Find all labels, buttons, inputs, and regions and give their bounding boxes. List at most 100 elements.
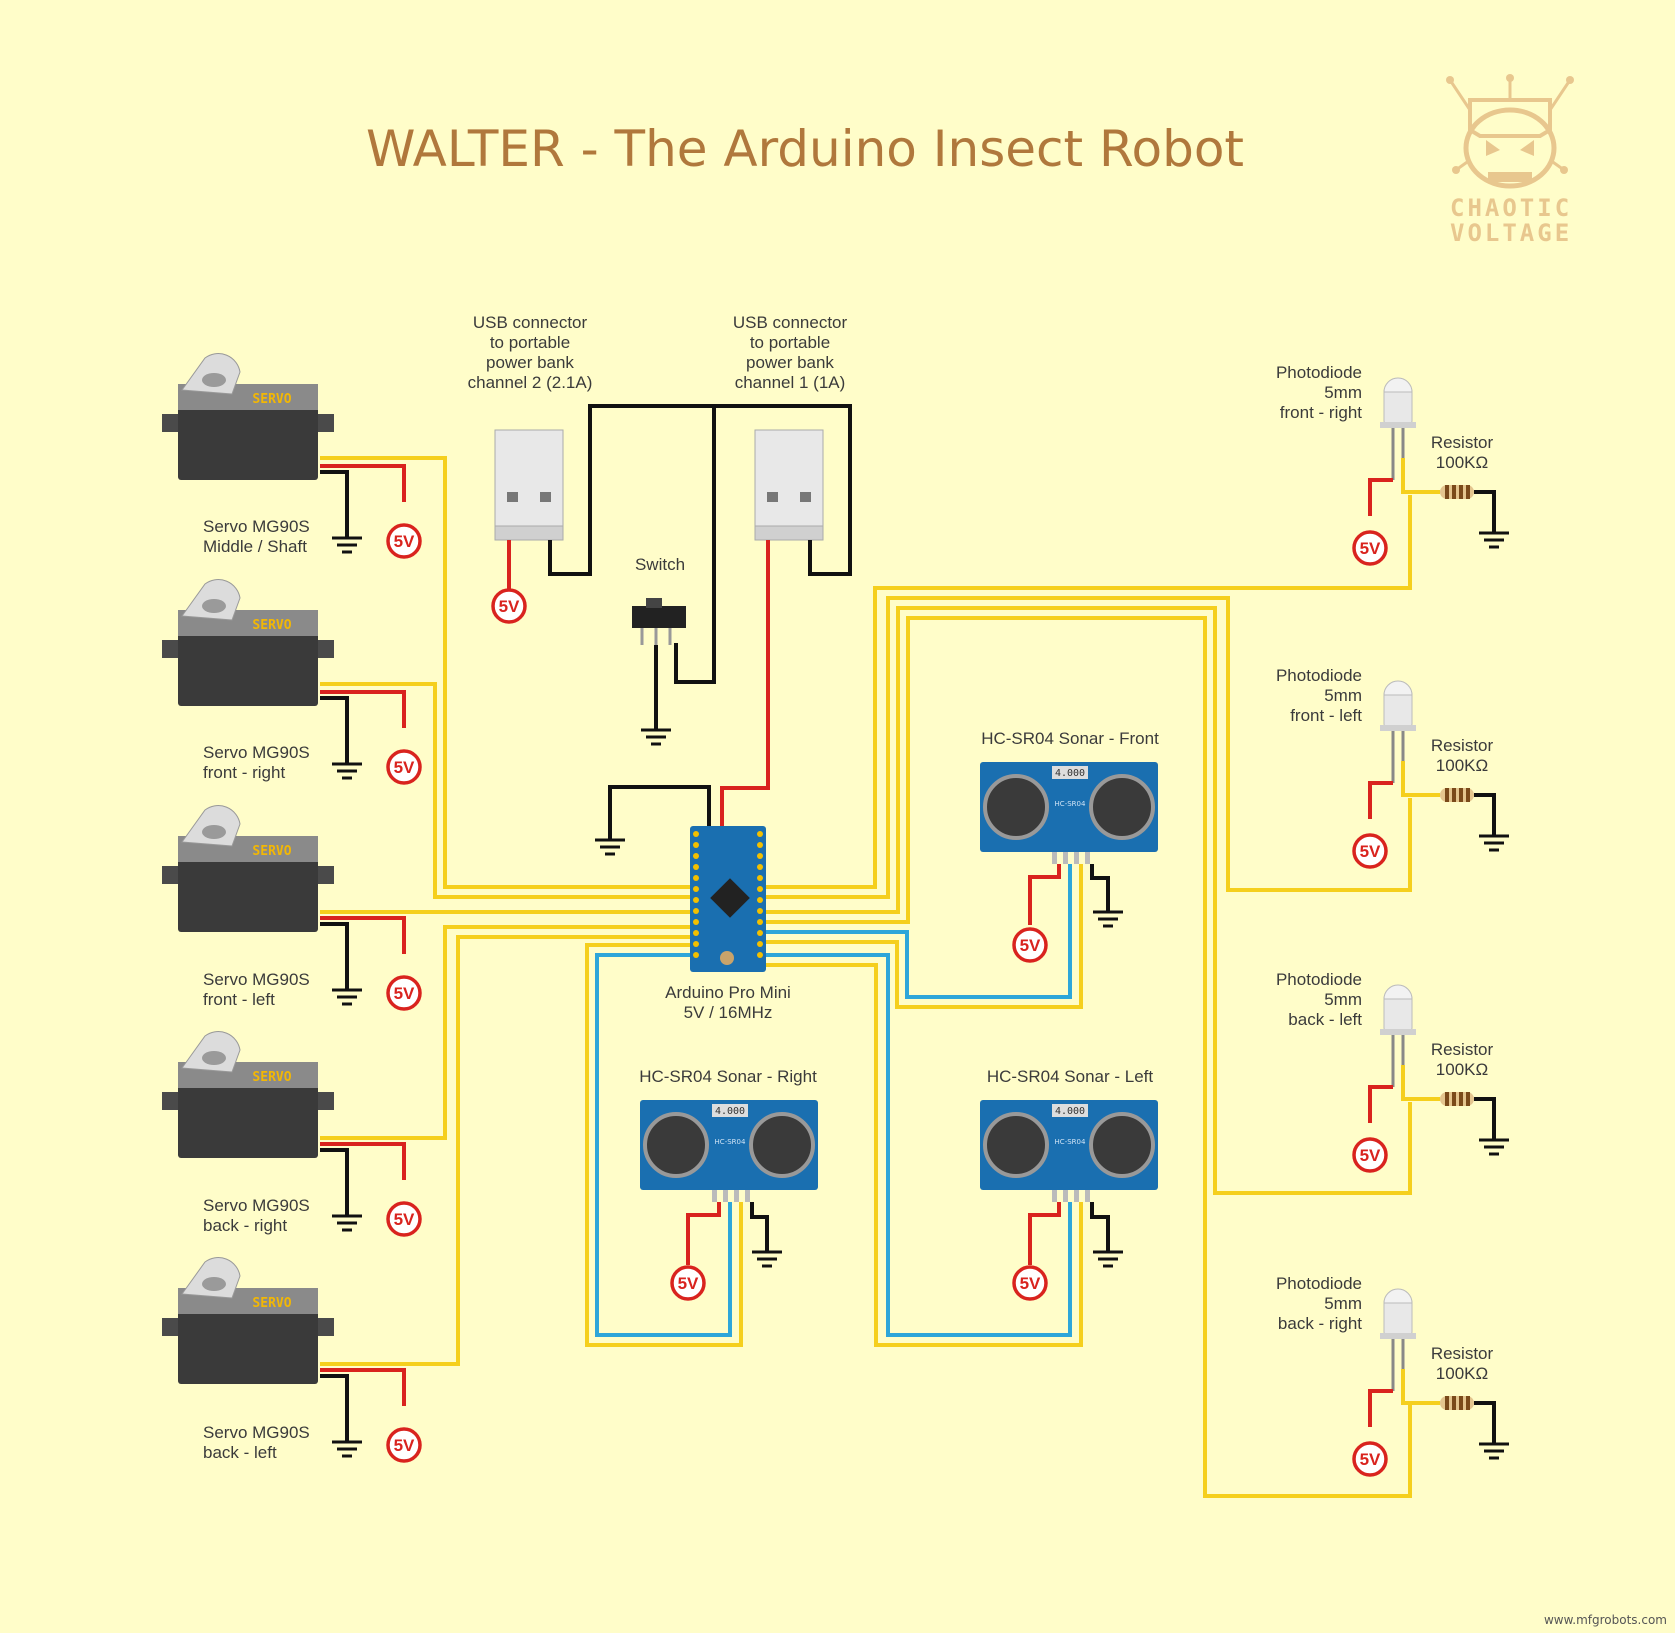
badge-ring — [386, 975, 422, 1011]
arduino-pin — [693, 864, 699, 870]
arduino-pin — [757, 886, 763, 892]
servo-motor-0: SERVO — [162, 353, 334, 480]
photodiode-resistor-wire — [1401, 458, 1440, 494]
power-5v-badge: 5V — [1012, 1265, 1048, 1301]
power-5v-badge: 5V — [386, 1201, 422, 1237]
servo-ground-wire — [320, 1374, 349, 1442]
logo-circuit-node — [1566, 76, 1574, 84]
servo-ground-wire — [320, 696, 349, 764]
logo-circuit-node — [1446, 76, 1454, 84]
servo-ground-symbol — [332, 762, 362, 780]
sonar-right-power — [686, 1202, 721, 1265]
resistor-band — [1452, 1092, 1456, 1106]
servo-label-line1: Servo MG90S — [203, 743, 310, 762]
servo-horn-hub — [202, 825, 226, 839]
resistor-ground-symbol — [1479, 834, 1509, 852]
sonar-ground-symbol — [752, 1250, 782, 1268]
resistor-label-line1: Resistor — [1430, 433, 1494, 452]
servo-label-back-right: Servo MG90S back - right — [203, 1196, 310, 1236]
photodiode-label-line3: front - right — [1279, 403, 1362, 422]
sonar-left-label: HC-SR04 Sonar - Left — [986, 1067, 1154, 1086]
badge-ring — [386, 523, 422, 559]
badge-ring — [386, 1427, 422, 1463]
sonar-crystal — [1052, 766, 1088, 779]
badge-ring — [1012, 1265, 1048, 1301]
servo-ground-symbol — [332, 536, 362, 554]
arduino-label-line1: Arduino Pro Mini — [665, 983, 791, 1002]
badge-text: 5V — [1020, 936, 1041, 955]
resistor-band — [1445, 485, 1449, 499]
servo-brand-text: SERVO — [252, 618, 291, 633]
photodiode-label-line3: back - right — [1277, 1314, 1362, 1333]
slide-switch — [632, 598, 686, 645]
photodiode-lens — [1383, 1298, 1413, 1336]
servo-label-front-left: Servo MG90S front - left — [203, 970, 310, 1010]
resistor-label-back-right: Resistor 100KΩ — [1412, 1344, 1512, 1384]
sonar-model-text: HC-SR04 — [715, 1138, 746, 1146]
servo-power-wire — [320, 1368, 406, 1406]
arduino-mcu — [710, 878, 750, 918]
photodiode-2 — [1380, 984, 1416, 1087]
sonar-ground-symbol — [1093, 910, 1123, 928]
photodiode-label-line1: Photodiode — [1275, 1274, 1362, 1293]
arduino-pin — [757, 842, 763, 848]
photodiode-signal-wire — [766, 596, 1412, 899]
sonar-crystal-text: 4.000 — [715, 1106, 745, 1117]
switch-label: Switch — [634, 555, 686, 574]
servo-signal-wire — [320, 456, 690, 889]
sonar-left-ground — [1090, 1202, 1110, 1252]
sonar-right-echo — [585, 943, 743, 1347]
badge-ring — [1352, 530, 1388, 566]
logo-circuit-line — [1548, 79, 1572, 111]
usb-slot — [507, 492, 518, 502]
arduino-pin — [757, 864, 763, 870]
arduino-pin — [693, 919, 699, 925]
photodiode-label-front-left: Photodiode 5mm front - left — [1240, 666, 1362, 726]
badge-text: 5V — [499, 597, 520, 616]
usb-slot — [767, 492, 778, 502]
sonar-right-trigger — [595, 953, 732, 1337]
logo-circuit-node — [1560, 166, 1568, 174]
power-5v-badge: 5V — [491, 588, 527, 624]
sonar-ground-symbol — [1093, 1250, 1123, 1268]
servo-motor-3: SERVO — [162, 1031, 334, 1158]
resistor-band — [1452, 788, 1456, 802]
servo-power-wire — [320, 464, 406, 502]
servo-power-wire — [320, 1142, 406, 1180]
resistor-label-line1: Resistor — [1430, 736, 1494, 755]
resistor-label-line1: Resistor — [1430, 1040, 1494, 1059]
sonar-model-text: HC-SR04 — [1055, 1138, 1086, 1146]
power-5v-badge: 5V — [386, 975, 422, 1011]
badge-text: 5V — [394, 532, 415, 551]
resistor-ground-symbol — [1479, 531, 1509, 549]
arduino-pin — [757, 897, 763, 903]
sonar-pin — [734, 1190, 739, 1202]
usb-ground-loop — [548, 404, 852, 576]
resistor-label-line1: Resistor — [1430, 1344, 1494, 1363]
servo-power-wire — [320, 916, 406, 954]
resistor-band — [1466, 1092, 1470, 1106]
power-5v-badge: 5V — [386, 749, 422, 785]
servo-brand-text: SERVO — [252, 844, 291, 859]
photodiode-rim — [1380, 422, 1416, 428]
resistor-band — [1466, 1396, 1470, 1410]
resistor-band — [1459, 1396, 1463, 1410]
resistor-ground-wire — [1474, 490, 1496, 533]
logo-circuit-node — [1452, 166, 1460, 174]
power-5v-badge: 5V — [1352, 530, 1388, 566]
logo-text-chaotic: CHAOTIC — [1450, 194, 1573, 222]
power-5v-badge: 5V — [386, 1427, 422, 1463]
badge-ring — [1352, 1441, 1388, 1477]
photodiode-signal-wire — [766, 495, 1412, 889]
photodiode-label-line3: back - left — [1288, 1010, 1362, 1029]
sonar-transducer — [1089, 774, 1155, 840]
servo-label-line1: Servo MG90S — [203, 1196, 310, 1215]
servo-signal-wire — [320, 925, 690, 1140]
servo-label-line1: Servo MG90S — [203, 1423, 310, 1442]
photodiode-label-line1: Photodiode — [1275, 363, 1362, 382]
sonar-left-power — [1028, 1202, 1061, 1265]
